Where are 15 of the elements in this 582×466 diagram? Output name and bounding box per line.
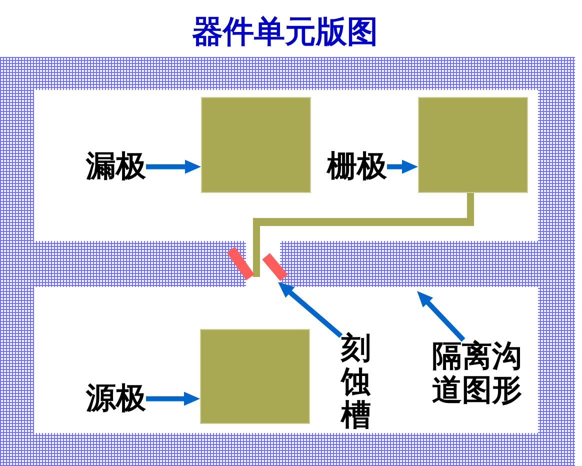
callout-label: 刻蚀槽 <box>341 332 371 433</box>
arrow <box>146 160 201 174</box>
contact-pad <box>200 329 310 424</box>
callout-label: 源极 <box>86 382 146 416</box>
arrow <box>146 392 200 406</box>
etch-marks <box>226 246 288 282</box>
callout-label: 漏极 <box>86 150 146 184</box>
title: 器件单元版图 <box>192 15 378 50</box>
contact-pad <box>201 97 311 193</box>
arrow <box>387 160 418 174</box>
callout-label: 隔离沟道图形 <box>432 340 522 408</box>
arrow <box>276 280 343 338</box>
contact-pad <box>418 97 528 193</box>
arrow <box>415 289 466 342</box>
callout-label: 栅极 <box>327 150 387 184</box>
